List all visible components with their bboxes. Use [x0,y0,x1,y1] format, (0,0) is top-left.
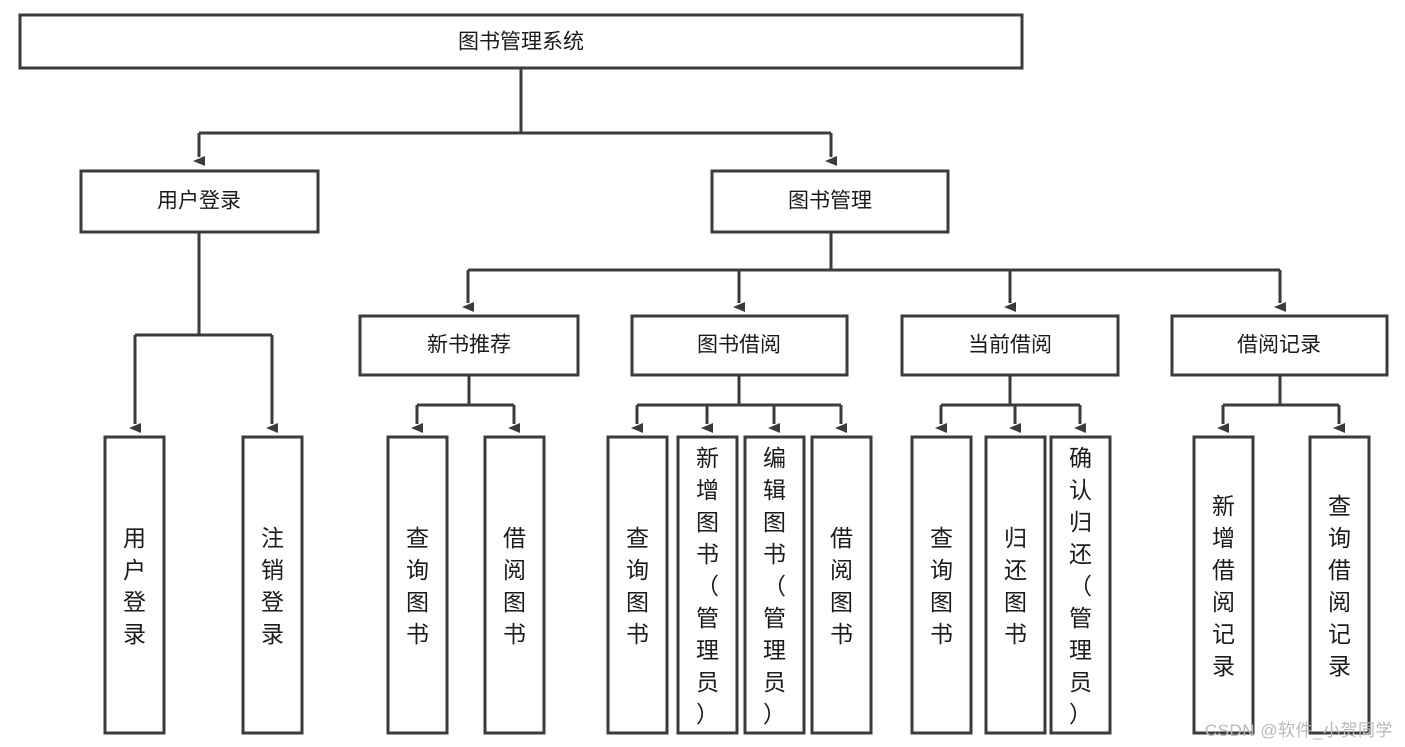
leaf-node[interactable]: 借阅图书 [810,435,873,735]
leaf-node-box[interactable] [910,435,973,735]
leaf-node-label: 归还图书 [1004,525,1027,647]
node-borrow-records-box[interactable] [1170,314,1389,377]
node-user-login[interactable]: 用户登录 [79,169,320,234]
leaf-node[interactable]: 查询图书 [606,435,669,735]
node-new-book-recommend[interactable]: 新书推荐 [358,314,580,377]
leaf-node-label: 借阅图书 [830,525,853,647]
connector-layer [129,68,1345,433]
leaf-node[interactable]: 查询借阅记录 [1308,435,1371,735]
leaf-node[interactable]: 确认归还（管理员） [1049,435,1112,735]
leaf-node[interactable]: 注销登录 [241,435,304,735]
node-current-borrow-label: 当前借阅 [968,334,1052,357]
leaf-node[interactable]: 用户登录 [103,435,166,735]
leaf-node-label: 查询图书 [930,525,953,647]
leaf-node-layer: 用户登录 注销登录 查询图书 借阅图书 查询图书 新增图书（管理员） 编辑图书（管理员） 借阅… [103,435,1371,735]
node-book-management[interactable]: 图书管理 [710,169,950,234]
leaf-node-label: 查询图书 [626,525,649,647]
node-current-borrow[interactable]: 当前借阅 [900,314,1120,377]
node-root-box[interactable] [18,13,1024,70]
leaf-node-box[interactable] [241,435,304,735]
leaf-node-label: 新增借阅记录 [1212,493,1235,679]
node-current-borrow-box[interactable] [900,314,1120,377]
node-new-book-recommend-label: 新书推荐 [427,334,511,357]
leaf-node-box[interactable] [1308,435,1371,735]
node-root-label: 图书管理系统 [458,31,584,54]
leaf-node[interactable]: 新增借阅记录 [1192,435,1255,735]
leaf-node-label: 查询图书 [406,525,429,647]
leaf-node-box[interactable] [606,435,669,735]
leaf-node-label: 编辑图书（管理员） [763,445,786,727]
node-book-borrow-box[interactable] [630,314,849,377]
leaf-node-box[interactable] [483,435,546,735]
node-book-borrow-label: 图书借阅 [697,334,781,357]
node-borrow-records-label: 借阅记录 [1237,334,1321,357]
leaf-node-label: 注销登录 [261,525,284,647]
leaf-node[interactable]: 新增图书（管理员） [676,435,739,735]
leaf-node-box[interactable] [103,435,166,735]
leaf-node-label: 借阅图书 [503,525,526,647]
leaf-node-box[interactable] [676,435,739,735]
node-user-login-box[interactable] [79,169,320,234]
leaf-node-box[interactable] [386,435,449,735]
node-book-management-label: 图书管理 [788,190,872,213]
leaf-node[interactable]: 归还图书 [984,435,1047,735]
leaf-node-label: 确认归还（管理员） [1069,445,1092,727]
leaf-node[interactable]: 借阅图书 [483,435,546,735]
node-book-borrow[interactable]: 图书借阅 [630,314,849,377]
watermark-text: CSDN @软件_小贺同学 [1204,721,1393,740]
leaf-node[interactable]: 查询图书 [910,435,973,735]
leaf-node-box[interactable] [984,435,1047,735]
leaf-node-box[interactable] [810,435,873,735]
leaf-node-label: 用户登录 [123,525,146,647]
leaf-node[interactable]: 编辑图书（管理员） [743,435,806,735]
leaf-node-box[interactable] [1192,435,1255,735]
leaf-node-box[interactable] [743,435,806,735]
node-root[interactable]: 图书管理系统 [18,13,1024,70]
leaf-node[interactable]: 查询图书 [386,435,449,735]
leaf-node-box[interactable] [1049,435,1112,735]
node-book-management-box[interactable] [710,169,950,234]
leaf-node-label: 查询借阅记录 [1328,493,1351,679]
node-new-book-recommend-box[interactable] [358,314,580,377]
node-borrow-records[interactable]: 借阅记录 [1170,314,1389,377]
leaf-node-label: 新增图书（管理员） [696,445,719,727]
node-user-login-label: 用户登录 [157,190,241,213]
